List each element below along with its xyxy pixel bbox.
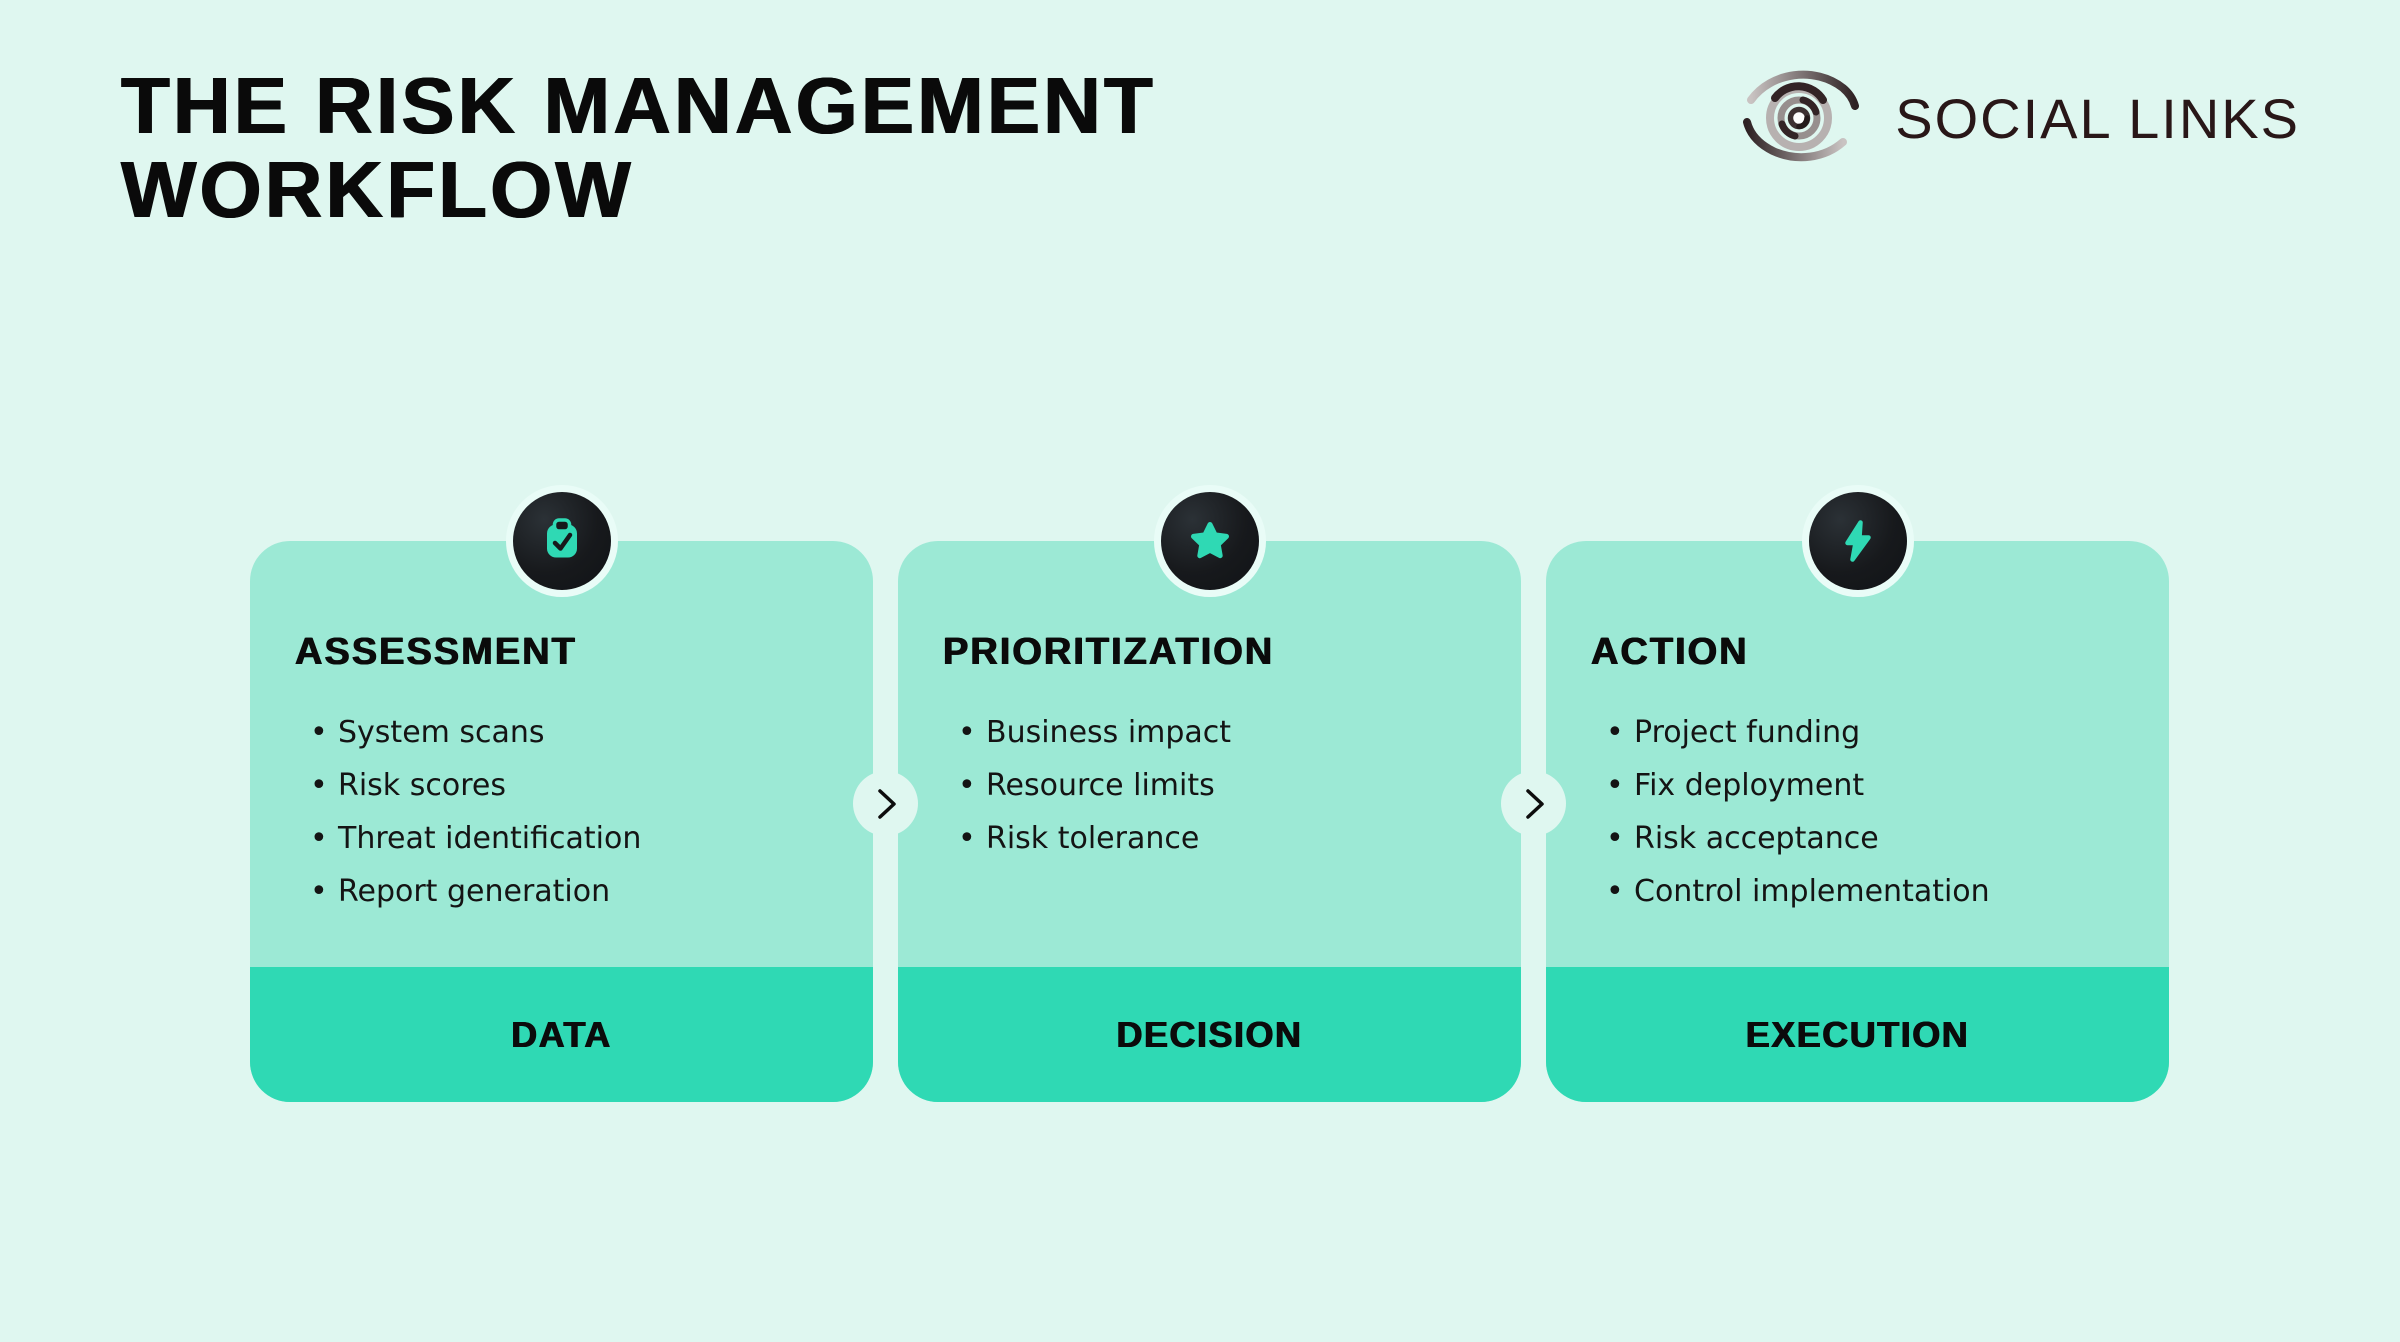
list-item: Report generation [250, 875, 873, 910]
page-title-line-1: THE RISK MANAGEMENT [121, 61, 1156, 150]
star-icon [1190, 522, 1229, 559]
list-item: Risk tolerance [898, 822, 1521, 857]
card-body: ACTION Project funding Fix deployment Ri… [1546, 541, 2169, 967]
card-list: System scans Risk scores Threat identifi… [250, 716, 873, 910]
stage-label: DATA [250, 967, 873, 1102]
list-item: Resource limits [898, 769, 1521, 804]
stage-label: EXECUTION [1546, 967, 2169, 1102]
flow-arrow-2 [1501, 771, 1566, 836]
logo: SOCIAL LINKS [1737, 62, 2300, 174]
card-title: ACTION [1591, 631, 1749, 673]
flow-arrow-1 [853, 771, 918, 836]
page-title: THE RISK MANAGEMENT WORKFLOW [121, 64, 1156, 232]
bolt-icon [1844, 520, 1871, 562]
stage-label: DECISION [898, 967, 1521, 1102]
card-list: Project funding Fix deployment Risk acce… [1546, 716, 2169, 910]
list-item: Control implementation [1546, 875, 2169, 910]
list-item: Project funding [1546, 716, 2169, 751]
arrow-next-icon [877, 788, 896, 819]
card-title: PRIORITIZATION [943, 631, 1275, 673]
list-item: Risk scores [250, 769, 873, 804]
eye-logo-icon [1743, 70, 1860, 162]
card-body: PRIORITIZATION Business impact Resource … [898, 541, 1521, 967]
card-body: ASSESSMENT System scans Risk scores Thre… [250, 541, 873, 967]
card-list: Business impact Resource limits Risk tol… [898, 716, 1521, 857]
workflow-cards: ASSESSMENT System scans Risk scores Thre… [250, 485, 2169, 1102]
card-assessment: ASSESSMENT System scans Risk scores Thre… [250, 485, 873, 1102]
list-item: Business impact [898, 716, 1521, 751]
list-item: Fix deployment [1546, 769, 2169, 804]
card-assessment-badge [505, 485, 618, 597]
card-prioritization: PRIORITIZATION Business impact Resource … [898, 485, 1521, 1102]
list-item: Threat identification [250, 822, 873, 857]
list-item: System scans [250, 716, 873, 751]
clipboard-check-icon [546, 518, 577, 558]
page-title-line-2: WORKFLOW [121, 145, 634, 234]
logo-text: SOCIAL LINKS [1895, 86, 2300, 150]
card-action: ACTION Project funding Fix deployment Ri… [1546, 485, 2169, 1102]
card-title: ASSESSMENT [295, 631, 577, 673]
card-action-badge [1801, 485, 1914, 597]
arrow-next-icon [1525, 788, 1544, 819]
card-prioritization-badge [1153, 485, 1266, 597]
list-item: Risk acceptance [1546, 822, 2169, 857]
